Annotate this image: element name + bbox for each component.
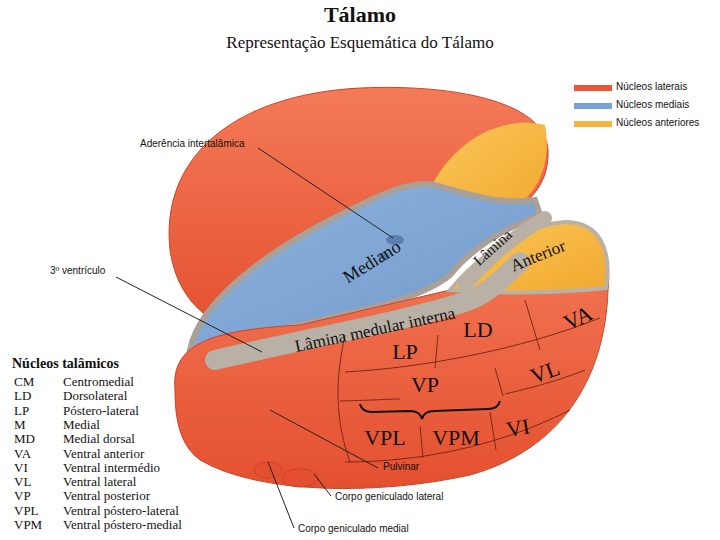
- legend-text: Núcleos laterais: [616, 81, 687, 93]
- subtitle: Representação Esquemática do Tálamo: [226, 33, 493, 53]
- structure-label: 3º ventrículo: [50, 265, 105, 277]
- bracket: [360, 401, 500, 419]
- abbreviation-cell: LD: [14, 389, 31, 404]
- abbreviation-cell: VP: [14, 489, 31, 504]
- structure-label: Aderência intertalâmica: [140, 138, 245, 150]
- abbreviation-cell: VI: [14, 461, 28, 476]
- abbreviation-cell: VPM: [14, 518, 42, 533]
- thalamus-lower: [175, 222, 609, 489]
- region-label: Anterior: [508, 236, 569, 276]
- title: Tálamo: [324, 2, 396, 27]
- legend-text: Núcleos mediais: [616, 99, 689, 111]
- table-cell: Dorsolateral: [63, 389, 127, 404]
- legend-swatch: [574, 103, 612, 109]
- abbreviation-cell: LP: [14, 404, 29, 419]
- nucleus-label: VPM: [432, 425, 480, 450]
- nucleus-label: VA: [560, 300, 597, 335]
- table-cell: Medial: [63, 418, 100, 433]
- structure-label: Corpo geniculado medial: [298, 523, 409, 535]
- table-cell: Ventral póstero-medial: [63, 518, 182, 533]
- region-label: Mediano: [339, 236, 404, 287]
- abbreviation-cell: M: [14, 418, 26, 433]
- legend-text: Núcleos anteriores: [616, 117, 699, 129]
- nucleus-label: VI: [504, 414, 531, 443]
- legend-swatch: [574, 85, 612, 91]
- table-heading: Núcleos talâmicos: [12, 356, 119, 372]
- table-cell: Póstero-lateral: [63, 404, 139, 419]
- table-cell: Ventral intermédio: [63, 461, 160, 476]
- abbreviation-cell: VA: [14, 447, 31, 462]
- legend-swatch: [574, 121, 612, 127]
- table-cell: Medial dorsal: [63, 432, 135, 447]
- table-cell: Ventral posterior: [63, 489, 150, 504]
- abbreviation-cell: VPL: [14, 504, 39, 519]
- structure-label: Pulvinar: [383, 461, 419, 473]
- geniculate-body: [254, 462, 282, 478]
- structure-label: Corpo geniculado lateral: [335, 491, 443, 503]
- table-cell: Ventral lateral: [63, 475, 136, 490]
- nucleus-label: LP: [392, 339, 418, 364]
- table-cell: Ventral póstero-lateral: [63, 504, 179, 519]
- table-cell: Centromedial: [63, 375, 134, 390]
- nucleus-label: VP: [411, 372, 439, 397]
- nucleus-label: LD: [463, 317, 492, 342]
- nucleus-label: VPL: [364, 425, 406, 450]
- abbreviation-cell: VL: [14, 475, 31, 490]
- abbreviation-cell: CM: [14, 375, 34, 390]
- abbreviation-cell: MD: [14, 432, 35, 447]
- nucleus-label: VL: [527, 355, 563, 389]
- region-label: Lâmina medular interna: [293, 303, 457, 356]
- geniculate-body: [282, 469, 318, 487]
- table-cell: Ventral anterior: [63, 447, 144, 462]
